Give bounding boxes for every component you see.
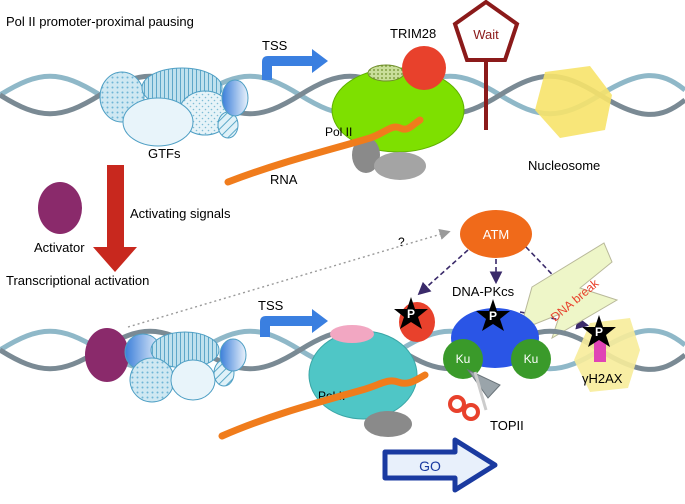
gtfs-label: GTFs: [148, 146, 181, 161]
tss-label-top: TSS: [262, 38, 288, 53]
pol2-label-top: Pol II: [325, 125, 352, 139]
atm-shape: [460, 210, 532, 258]
question-mark: ?: [398, 235, 405, 249]
pol2-top: [331, 46, 465, 180]
h2ax-label: γH2AX: [582, 371, 623, 386]
wait-sign: [452, 0, 520, 130]
activating-signals-label: Activating signals: [130, 206, 231, 221]
tss-label-bottom: TSS: [258, 298, 284, 313]
activator-atm-dotted-arrow: [127, 229, 451, 328]
rna-top: [224, 116, 424, 186]
topii-label: TOPII: [490, 418, 524, 433]
ku-right-label: Ku: [524, 352, 539, 366]
phospho-star-1: [394, 297, 428, 329]
ku-left-label: Ku: [456, 352, 471, 366]
phospho-star-2: [476, 299, 510, 331]
trim28-label: TRIM28: [390, 26, 436, 41]
gtf-complex-bottom: [124, 331, 247, 403]
ku-right: [511, 339, 551, 379]
tss-arrow-top: [262, 49, 328, 80]
phospho-label-1: P: [407, 307, 415, 321]
activator-shape: [38, 182, 82, 234]
ku-left: [443, 339, 483, 379]
activation-arrow: [93, 165, 137, 272]
nucleosome-label: Nucleosome: [528, 158, 600, 173]
atm-label: ATM: [483, 227, 509, 242]
phospho-label-2: P: [489, 309, 497, 323]
tss-arrow-bottom: [260, 309, 328, 337]
rna-label-top: RNA: [270, 172, 298, 187]
gtf-complex-top: [99, 67, 249, 147]
rna-bottom: [218, 371, 429, 440]
go-arrow: [382, 437, 498, 493]
phospho-star-3: [582, 315, 616, 347]
dna-pkcs-label: DNA-PKcs: [452, 284, 515, 299]
phospho-label-3: P: [595, 325, 603, 339]
activator-bound: [85, 328, 129, 382]
panel-title: Pol II promoter-proximal pausing: [6, 14, 194, 29]
nucleosome-bottom: [574, 318, 640, 392]
transcriptional-activation-label: Transcriptional activation: [6, 273, 149, 288]
wait-label: Wait: [473, 27, 499, 42]
topii-scissors-icon: [448, 368, 501, 421]
nucleosome-top: [535, 66, 612, 138]
go-label: GO: [419, 458, 441, 474]
activator-label: Activator: [34, 240, 85, 255]
